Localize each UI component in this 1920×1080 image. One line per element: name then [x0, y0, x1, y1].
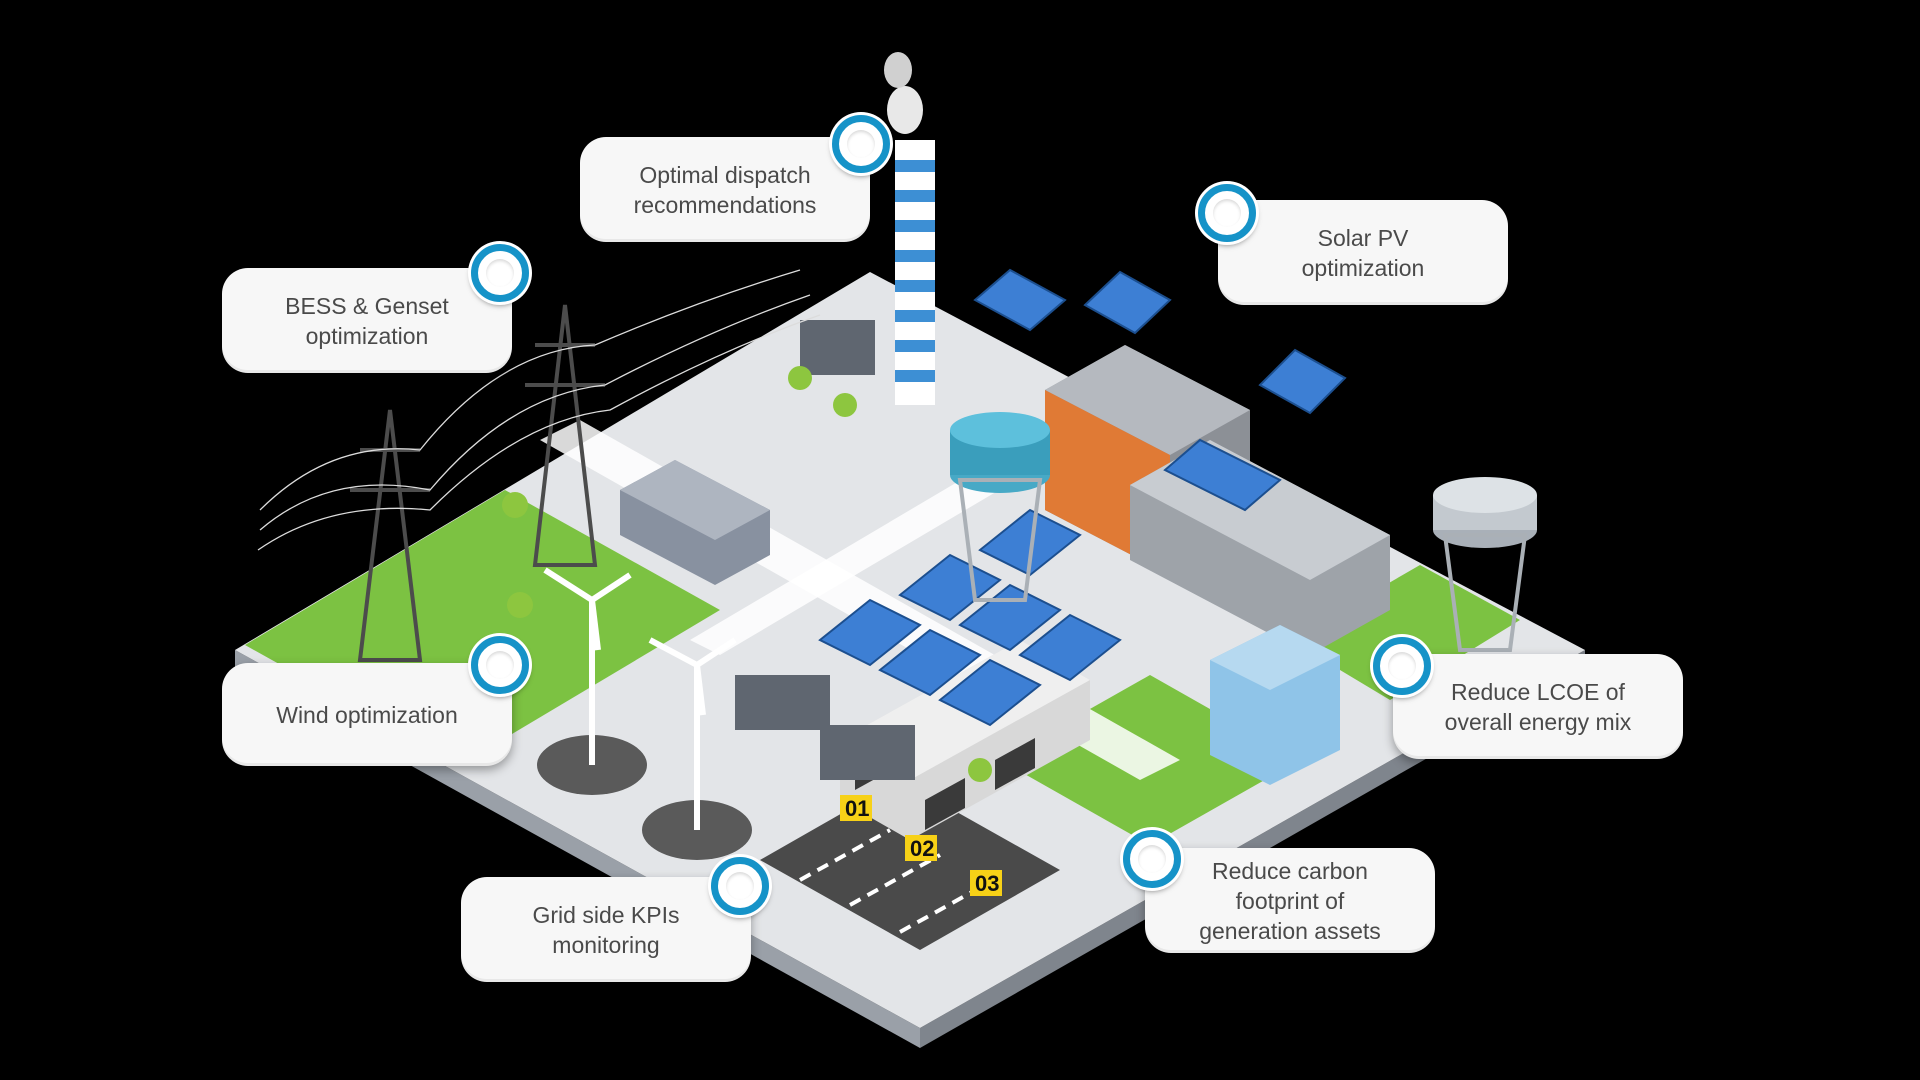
- blue-office-building: [1210, 625, 1340, 785]
- wind-turbine-1: [537, 567, 647, 795]
- water-tower-center: [950, 412, 1050, 602]
- marker-reduce-lcoe-icon[interactable]: [1373, 637, 1431, 695]
- callout-bess-genset: BESS & Genset optimization: [222, 268, 512, 373]
- water-tower-right: [1433, 477, 1537, 652]
- trees: [502, 366, 992, 782]
- callout-solar-pv-text: Solar PV optimization: [1301, 224, 1425, 281]
- marker-reduce-carbon-icon[interactable]: [1123, 830, 1181, 888]
- callout-grid-kpis: Grid side KPIs monitoring: [461, 877, 751, 982]
- callout-wind: Wind optimization: [222, 663, 512, 766]
- marker-grid-kpis-icon[interactable]: [711, 857, 769, 915]
- callout-grid-kpis-text: Grid side KPIs monitoring: [532, 901, 680, 958]
- callout-optimal-dispatch: Optimal dispatch recommendations: [580, 137, 870, 242]
- marker-solar-pv-icon[interactable]: [1198, 184, 1256, 242]
- parking-lot: [760, 780, 1060, 950]
- storage-building: [620, 460, 770, 585]
- callout-reduce-carbon: Reduce carbon footprint of generation as…: [1145, 848, 1435, 953]
- wind-turbine-2: [642, 637, 752, 860]
- transmission-towers: [350, 304, 605, 662]
- power-lines: [257, 269, 821, 551]
- marker-bess-genset-icon[interactable]: [471, 244, 529, 302]
- grass-far-right: [1290, 565, 1520, 700]
- callout-reduce-lcoe-text: Reduce LCOE of overall energy mix: [1444, 678, 1632, 735]
- callout-solar-pv: Solar PV optimization: [1218, 200, 1508, 305]
- marker-optimal-dispatch-icon[interactable]: [832, 115, 890, 173]
- bay-label-01: 01: [845, 796, 869, 821]
- callout-reduce-carbon-text: Reduce carbon footprint of generation as…: [1199, 857, 1381, 944]
- callout-reduce-lcoe: Reduce LCOE of overall energy mix: [1393, 654, 1683, 759]
- rooftop-solar-panels: [973, 268, 1347, 512]
- solar-panel-field: [818, 508, 1122, 727]
- bay-label-02: 02: [910, 836, 934, 861]
- chimney-stack: [884, 52, 935, 405]
- callout-bess-genset-text: BESS & Genset optimization: [285, 292, 449, 349]
- transformers: [735, 320, 915, 780]
- bay-label-03: 03: [975, 871, 999, 896]
- marker-wind-icon[interactable]: [471, 636, 529, 694]
- callout-wind-text: Wind optimization: [276, 701, 458, 728]
- callout-optimal-dispatch-text: Optimal dispatch recommendations: [633, 161, 817, 218]
